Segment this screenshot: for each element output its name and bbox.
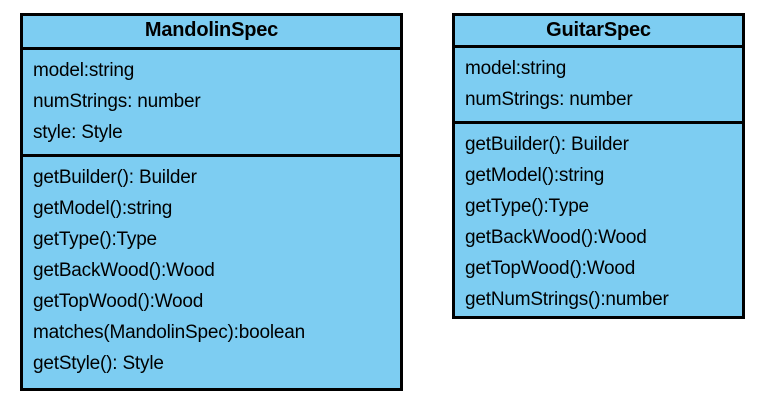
class-divider-methods (455, 121, 742, 124)
method-row: matches(MandolinSpec):boolean (33, 322, 305, 343)
method-row: getBuilder(): Builder (33, 167, 197, 188)
attribute-row: numStrings: number (465, 89, 633, 110)
attribute-row: model:string (33, 60, 135, 81)
method-row: getBackWood():Wood (33, 260, 215, 281)
attribute-row: model:string (465, 58, 567, 79)
attribute-row: style: Style (33, 122, 123, 143)
method-row: getModel():string (33, 198, 173, 219)
method-row: getType():Type (465, 196, 589, 217)
uml-class-mandolinspec[interactable]: MandolinSpec model:string numStrings: nu… (20, 13, 403, 391)
attribute-row: numStrings: number (33, 91, 201, 112)
attributes-compartment-mandolinspec: model:string numStrings: number style: S… (23, 50, 400, 154)
method-row: getBuilder(): Builder (465, 134, 629, 155)
method-row: getBackWood():Wood (465, 227, 647, 248)
method-row: getStyle(): Style (33, 353, 164, 374)
class-name-guitarspec: GuitarSpec (546, 19, 651, 41)
class-divider-methods (23, 154, 400, 157)
method-row: getTopWood():Wood (465, 258, 636, 279)
methods-compartment-guitarspec: getBuilder(): Builder getModel():string … (455, 124, 742, 321)
attributes-compartment-guitarspec: model:string numStrings: number (455, 48, 742, 121)
method-row: getTopWood():Wood (33, 291, 204, 312)
class-name-mandolinspec: MandolinSpec (144, 19, 279, 41)
method-row: getType():Type (33, 229, 157, 250)
class-divider-attributes (455, 45, 742, 48)
method-row: getModel():string (465, 165, 605, 186)
uml-class-guitarspec[interactable]: GuitarSpec model:string numStrings: numb… (452, 13, 745, 319)
class-divider-attributes (23, 47, 400, 50)
methods-compartment-mandolinspec: getBuilder(): Builder getModel():string … (23, 157, 400, 385)
method-row: getNumStrings():number (465, 289, 669, 310)
